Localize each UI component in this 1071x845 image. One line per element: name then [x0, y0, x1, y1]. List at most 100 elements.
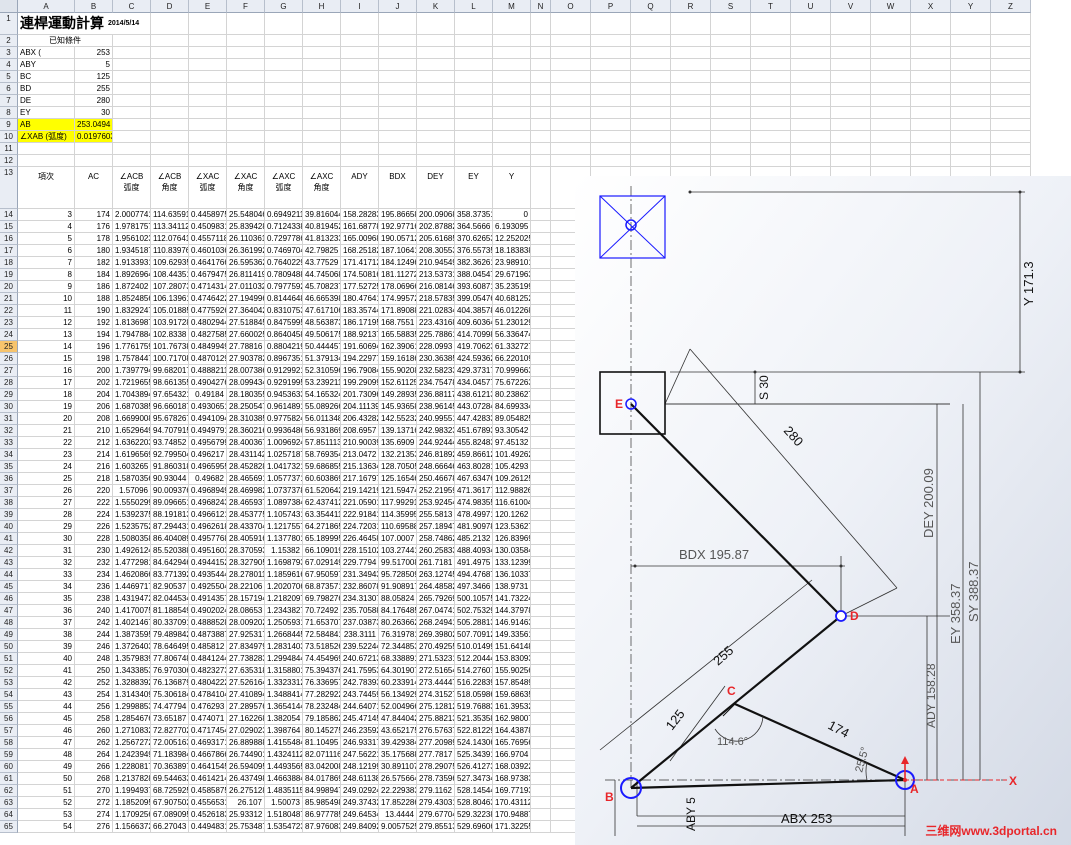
data-cell[interactable]: 451.67893	[455, 425, 493, 437]
cell[interactable]	[791, 71, 831, 83]
data-cell[interactable]: 522.81229	[455, 725, 493, 737]
cell[interactable]	[791, 13, 831, 35]
row-header-19[interactable]: 19	[0, 269, 18, 281]
data-cell[interactable]: 199.29099	[341, 377, 379, 389]
data-cell[interactable]: 39	[18, 641, 75, 653]
cell[interactable]	[303, 47, 341, 59]
data-cell[interactable]: 50	[18, 773, 75, 785]
data-cell[interactable]: 0.4784104	[189, 689, 227, 701]
data-cell[interactable]: 176	[75, 221, 113, 233]
data-cell[interactable]: 56.011348	[303, 413, 341, 425]
cell[interactable]	[227, 143, 265, 155]
row-header-37[interactable]: 37	[0, 485, 18, 497]
cell[interactable]	[871, 59, 911, 71]
data-cell[interactable]: 238.3111	[341, 629, 379, 641]
data-cell[interactable]: 107.28073	[151, 281, 189, 293]
data-cell[interactable]: 1.2423949	[113, 749, 151, 761]
data-cell[interactable]: 142.55232	[379, 413, 417, 425]
data-cell[interactable]: 226.46458	[341, 533, 379, 545]
data-cell[interactable]: 88.191813	[151, 509, 189, 521]
cell[interactable]	[791, 155, 831, 167]
cell[interactable]	[151, 119, 189, 131]
data-cell[interactable]: 96.660187	[151, 401, 189, 413]
cell[interactable]	[493, 107, 531, 119]
data-cell[interactable]: 178	[75, 233, 113, 245]
data-cell[interactable]: 58.769354	[303, 449, 341, 461]
data-cell[interactable]: 234.75478	[417, 377, 455, 389]
cell[interactable]	[551, 59, 591, 71]
cell[interactable]	[417, 35, 455, 47]
cell[interactable]	[831, 155, 871, 167]
column-header-q[interactable]: Q	[631, 0, 671, 13]
data-cell[interactable]: 168.25182	[341, 245, 379, 257]
cell[interactable]	[751, 95, 791, 107]
data-cell[interactable]: 279.67704	[417, 809, 455, 821]
data-cell[interactable]: 0.4968243	[189, 497, 227, 509]
data-cell[interactable]: 0.4904276	[189, 377, 227, 389]
data-cell[interactable]: 174	[75, 209, 113, 221]
data-cell[interactable]: 267.04741	[417, 605, 455, 617]
data-cell[interactable]: 157.85489	[493, 677, 531, 689]
cell[interactable]	[341, 47, 379, 59]
row-header-58[interactable]: 58	[0, 737, 18, 749]
data-cell[interactable]: 41.813233	[303, 233, 341, 245]
data-cell[interactable]: 243.74459	[341, 689, 379, 701]
cell[interactable]	[531, 35, 551, 47]
data-cell[interactable]: 0.4944152	[189, 557, 227, 569]
data-cell[interactable]: 212	[75, 437, 113, 449]
cell[interactable]	[151, 143, 189, 155]
data-cell[interactable]: 44.745068	[303, 269, 341, 281]
row-header-32[interactable]: 32	[0, 425, 18, 437]
data-cell[interactable]: 24	[18, 461, 75, 473]
cell[interactable]	[631, 47, 671, 59]
cell[interactable]	[379, 107, 417, 119]
row-header-60[interactable]: 60	[0, 761, 18, 773]
data-cell[interactable]: 132.21353	[379, 449, 417, 461]
data-cell[interactable]: 87.294431	[151, 521, 189, 533]
data-cell[interactable]: 171.89088	[379, 305, 417, 317]
cell[interactable]	[531, 809, 551, 821]
data-cell[interactable]: 70.72492	[303, 605, 341, 617]
data-cell[interactable]: 202	[75, 377, 113, 389]
cell[interactable]	[831, 107, 871, 119]
cell[interactable]	[493, 83, 531, 95]
data-cell[interactable]: 27.289576	[227, 701, 265, 713]
data-cell[interactable]: 279.43031	[417, 797, 455, 809]
data-cell[interactable]: 419.70623	[455, 341, 493, 353]
row-header-25[interactable]: 25	[0, 341, 18, 353]
data-cell[interactable]: 145.93658	[379, 401, 417, 413]
cell[interactable]	[911, 131, 951, 143]
data-cell[interactable]: 180.47641	[341, 293, 379, 305]
data-cell[interactable]: 26.107	[227, 797, 265, 809]
row-header-33[interactable]: 33	[0, 437, 18, 449]
cell[interactable]	[911, 155, 951, 167]
data-cell[interactable]: 0.4941094	[189, 413, 227, 425]
data-cell[interactable]: 32	[18, 557, 75, 569]
data-cell[interactable]: 39.429384	[379, 737, 417, 749]
cell[interactable]	[531, 167, 551, 209]
cell[interactable]	[493, 35, 531, 47]
cell[interactable]	[531, 449, 551, 461]
column-title[interactable]: AC	[75, 167, 113, 209]
data-cell[interactable]: 248.66646	[417, 461, 455, 473]
data-cell[interactable]: 62.437412	[303, 497, 341, 509]
cell[interactable]	[831, 119, 871, 131]
data-cell[interactable]: 10	[18, 293, 75, 305]
cell[interactable]	[265, 13, 303, 35]
data-cell[interactable]: 471.36177	[455, 485, 493, 497]
data-cell[interactable]: 463.80281	[455, 461, 493, 473]
data-cell[interactable]: 63.354411	[303, 509, 341, 521]
data-cell[interactable]: 191.60694	[341, 341, 379, 353]
data-cell[interactable]: 42	[18, 677, 75, 689]
data-cell[interactable]: 51	[18, 785, 75, 797]
row-header-55[interactable]: 55	[0, 701, 18, 713]
data-cell[interactable]: 370.62653	[455, 233, 493, 245]
data-cell[interactable]: 216	[75, 461, 113, 473]
cell[interactable]	[493, 71, 531, 83]
cell[interactable]	[591, 95, 631, 107]
data-cell[interactable]: 27	[18, 497, 75, 509]
param-value[interactable]: 280	[75, 95, 113, 107]
row-header-30[interactable]: 30	[0, 401, 18, 413]
row-header-14[interactable]: 14	[0, 209, 18, 221]
data-cell[interactable]: 268.24941	[417, 617, 455, 629]
